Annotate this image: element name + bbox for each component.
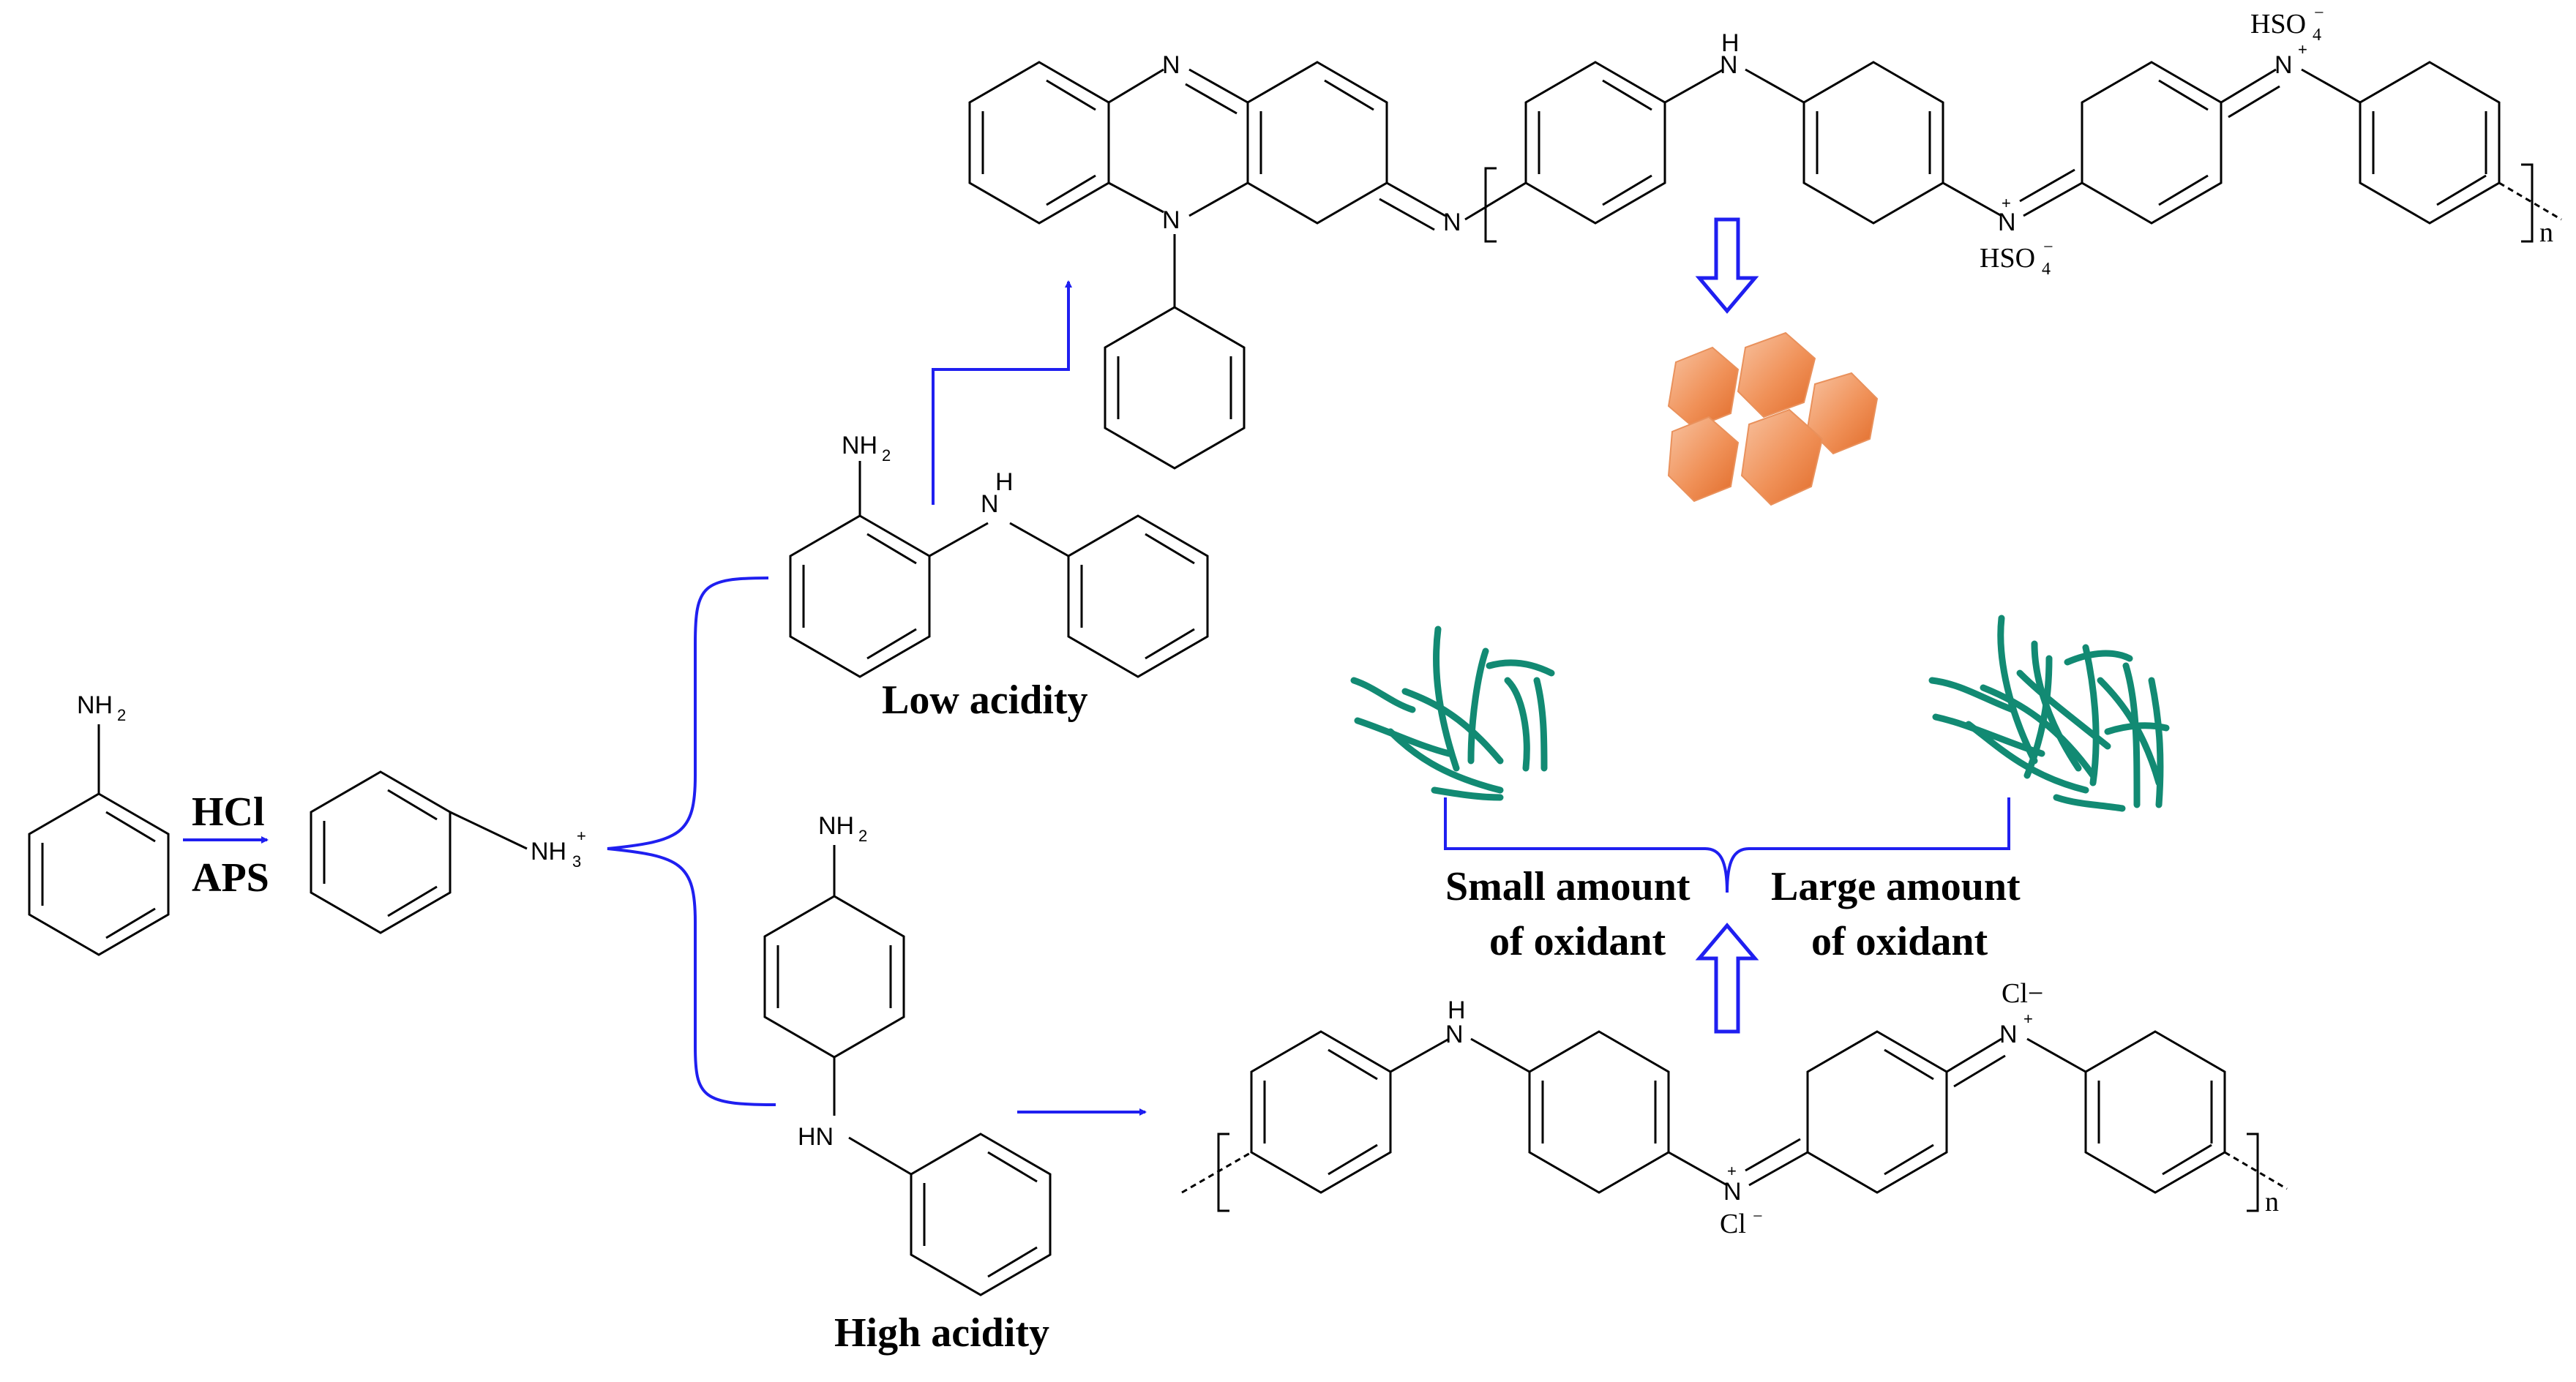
- es-chloride-bottom-charge: −: [1753, 1207, 1763, 1226]
- para-ring-a: [763, 895, 905, 1059]
- aniline-nh2-sub: 2: [117, 706, 126, 724]
- amine-nh: N: [1720, 51, 1738, 79]
- pani-ring-end: [2359, 61, 2501, 225]
- aniline: NH 2: [28, 691, 170, 956]
- es-iminium-n-top: N: [1999, 1021, 2018, 1048]
- large-amount-line2: of oxidant: [1811, 919, 1988, 964]
- reagent-aps: APS: [192, 855, 269, 901]
- pani-ring-2: [1802, 61, 1944, 225]
- nh3-sub: 3: [572, 852, 581, 871]
- anilinium-ring: [310, 770, 452, 934]
- imine-n: N: [1443, 209, 1461, 236]
- counter-ion-bottom-sub: 4: [2042, 260, 2051, 279]
- phenazine-n-phenyl: [1104, 306, 1246, 470]
- es-ring-1: [1250, 1030, 1392, 1194]
- ortho-dimer: NH 2 N H Low acidity: [789, 432, 1209, 723]
- es-iminium-n: N: [1723, 1178, 1742, 1206]
- es-quinoid-ring: [1806, 1030, 1948, 1194]
- counter-ion-bottom-charge: −: [2043, 238, 2053, 257]
- phenazine-n-top: N: [1162, 51, 1180, 79]
- para-ring-b: [910, 1133, 1052, 1296]
- hollow-arrow-down: [1695, 217, 1759, 314]
- particle: [1740, 408, 1824, 506]
- low-acidity-label: Low acidity: [882, 677, 1088, 723]
- ortho-ring-b: [1067, 514, 1209, 678]
- oxidant-brace: [1444, 797, 2010, 893]
- repeat-n-top: n: [2539, 217, 2553, 248]
- para-nh2: NH: [818, 812, 854, 840]
- ortho-nh2-sub: 2: [882, 446, 891, 465]
- nh3-charge: +: [577, 827, 586, 845]
- pani-quinoid-ring: [2081, 61, 2223, 225]
- es-iminium-charge: +: [1727, 1162, 1737, 1180]
- repeat-n-bottom: n: [2265, 1187, 2279, 1217]
- es-amine-n: N: [1445, 1021, 1464, 1048]
- particle: [1667, 346, 1740, 429]
- nh3-label: NH: [531, 838, 566, 865]
- pani-ring-1: [1524, 61, 1666, 225]
- arrow-to-phenazine: [932, 280, 1072, 505]
- counter-ion-bottom: HSO: [1980, 243, 2035, 274]
- emeraldine-salt: N H N + Cl − N + Cl− n: [1181, 978, 2288, 1239]
- es-chloride-bottom: Cl: [1720, 1209, 1746, 1239]
- counter-ion-top-sub: 4: [2313, 26, 2321, 45]
- ortho-nh: N: [981, 490, 999, 518]
- aniline-nh2-label: NH: [77, 691, 113, 719]
- es-ring-end: [2084, 1030, 2226, 1194]
- iminium-n-top: N: [2274, 51, 2293, 79]
- particle: [1667, 416, 1740, 503]
- aniline-ring: [28, 792, 170, 956]
- reagent-arrow: HCl APS: [183, 789, 269, 901]
- anilinium: NH 3 +: [310, 770, 586, 934]
- es-chloride-top: Cl−: [2002, 978, 2043, 1009]
- es-amine-h: H: [1448, 996, 1466, 1024]
- iminium-charge: +: [2002, 194, 2011, 212]
- reagent-hcl: HCl: [192, 789, 265, 835]
- counter-ion-top-charge: −: [2314, 4, 2324, 23]
- para-dimer: NH 2 HN High acidity: [763, 812, 1052, 1356]
- ortho-nh2: NH: [842, 432, 877, 459]
- small-amount-line2: of oxidant: [1489, 919, 1666, 964]
- phenazine-ring-a: [968, 61, 1110, 225]
- small-amount-line1: Small amount: [1445, 864, 1690, 909]
- para-hn: HN: [798, 1123, 834, 1151]
- iminium-n: N: [1998, 209, 2016, 236]
- ortho-nh-h: H: [995, 468, 1014, 496]
- iminium-top-charge: +: [2298, 40, 2307, 59]
- ortho-ring-a: [789, 514, 931, 678]
- hollow-arrow-up: [1695, 923, 1759, 1034]
- granular-particles: [1667, 331, 1879, 506]
- amine-nh-h: H: [1721, 29, 1740, 57]
- high-acidity-label: High acidity: [834, 1310, 1049, 1356]
- phenazine-polymer: N N N N H N + HSO: [968, 4, 2562, 470]
- para-nh2-sub: 2: [858, 827, 867, 845]
- branch-brace: [607, 577, 776, 1106]
- fibers-small: [1350, 626, 1555, 801]
- counter-ion-top: HSO: [2250, 9, 2306, 40]
- fibers-large: [1928, 615, 2170, 812]
- es-ring-2: [1528, 1030, 1670, 1194]
- phenazine-n-bottom: N: [1162, 206, 1180, 234]
- phenazine-ring-c: [1246, 61, 1388, 225]
- large-amount-line1: Large amount: [1771, 864, 2021, 909]
- es-iminium-top-charge: +: [2023, 1010, 2033, 1028]
- particle: [1737, 331, 1816, 418]
